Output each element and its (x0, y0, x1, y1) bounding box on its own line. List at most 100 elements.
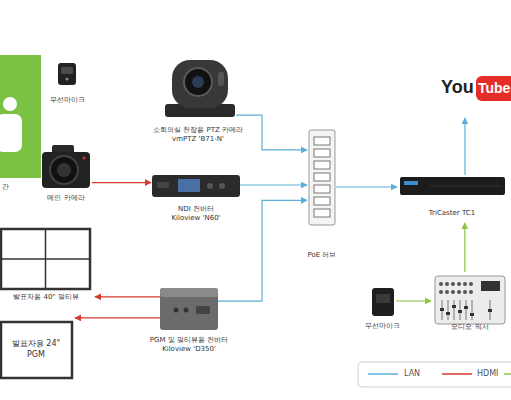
multiview-monitor: 발표자용 40" 멀티뷰 (0, 226, 92, 306)
device-caption: 메인 카메라 (47, 194, 84, 203)
audio-mixer-part-part (458, 310, 462, 313)
poe-hub: PoE 허브 (308, 130, 336, 225)
device-caption: 간 (2, 183, 9, 192)
model-label: Kiloview 'D350' (150, 345, 228, 354)
signal-connector (464, 118, 465, 175)
legend-text: HDMI (477, 369, 498, 378)
signal-connector (336, 186, 397, 187)
presenter-area: 간 (0, 55, 42, 178)
legend-frame-part (504, 373, 511, 375)
poe-hub-part (314, 161, 330, 169)
pgm-monitor (1, 322, 72, 378)
poe-hub-part (314, 185, 330, 193)
device-caption: PGM 및 멀티뷰용 컨버터Kiloview 'D350' (150, 336, 228, 354)
multiview-monitor (1, 229, 90, 289)
device-caption: 소회의실 천장용 PTZ 카메라vmPTZ 'B71-N' (153, 126, 243, 144)
main-camera-part (83, 157, 86, 160)
audio-mixer-part-part (454, 300, 455, 320)
audio-mixer-part-part (457, 290, 461, 294)
wireless-mic: 무선마이크 (368, 286, 396, 316)
device-caption: 무선마이크 (50, 96, 85, 105)
model-label: vmPTZ 'B71-N' (153, 135, 243, 144)
device-label: 발표자용 24" PGM (8, 338, 64, 360)
device-label: 메인 카메라 (47, 194, 84, 203)
audio-mixer-part-part (445, 282, 449, 286)
legend-entry: LAN (404, 369, 420, 379)
wireless-mic-part (61, 67, 73, 74)
device-label: 오디오 믹서 (451, 323, 488, 332)
poe-hub-part (314, 173, 330, 181)
device-label: NDI 컨버터 (171, 205, 220, 214)
signal-connector (95, 296, 160, 297)
audio-mixer: 오디오 믹서 (433, 272, 507, 326)
ptz-camera-part (172, 60, 228, 108)
d350-converter-part (184, 308, 189, 313)
device-caption: 오디오 믹서 (451, 323, 488, 332)
main-camera-part (42, 152, 90, 188)
device-caption: 발표자용 24" PGM (8, 338, 64, 360)
legend-text: LAN (404, 369, 420, 378)
green-screen-part (0, 114, 22, 152)
wireless-mic (58, 63, 76, 85)
d350-converter-part (174, 308, 179, 313)
tricaster-unit-part (404, 181, 418, 185)
device-label: PoE 허브 (308, 251, 337, 260)
device-label: 무선마이크 (50, 96, 85, 105)
audio-mixer-part-part (439, 290, 443, 294)
audio-mixer (435, 276, 505, 324)
legend-frame-part (442, 373, 472, 375)
logo-text: Tube (478, 81, 510, 95)
pgm-monitor: 발표자용 24" PGM (0, 316, 72, 380)
poe-hub-part (309, 130, 335, 225)
signal-connector (396, 300, 431, 301)
poe-hub (309, 130, 335, 225)
wireless-mic (372, 288, 394, 316)
device-label: 무선마이크 (365, 322, 400, 331)
youtube-logo: YouTube (440, 74, 511, 102)
youtube-logo-part (476, 76, 511, 101)
audio-mixer-part-part (452, 305, 456, 308)
pgm-converter: PGM 및 멀티뷰용 컨버터Kiloview 'D350' (160, 288, 218, 332)
audio-mixer-part-part (469, 290, 473, 294)
d350-converter-part (160, 288, 218, 330)
audio-mixer-part-part (457, 282, 461, 286)
ndi-converter-part (178, 179, 200, 192)
signal-connector (464, 223, 465, 272)
audio-mixer-part (481, 281, 500, 291)
ndi-converter (152, 175, 240, 197)
audio-mixer-part-part (451, 290, 455, 294)
ndi-converter-part (157, 182, 169, 188)
audio-mixer-part-part (446, 312, 450, 315)
multiview-monitor-part (1, 229, 90, 289)
tricaster-unit-part (400, 177, 505, 195)
audio-mixer-part (435, 276, 505, 324)
legend-entry: HDMI (477, 369, 498, 379)
audio-mixer-part-part (469, 282, 473, 286)
device-label: TriCaster TC1 (429, 209, 475, 218)
d350-converter-part (160, 288, 218, 297)
audio-mixer-part (439, 282, 473, 294)
wireless-mic-part (66, 78, 69, 81)
multiview-monitor-part (1, 258, 90, 260)
tricaster-unit-part (430, 186, 500, 187)
audio-mixer-part-part (445, 290, 449, 294)
ndi-converter: NDI 컨버터Kiloview 'N60' (152, 172, 240, 198)
audio-mixer-part-part (463, 282, 467, 286)
wireless-mic-part (58, 63, 76, 85)
ptz-camera-part (192, 76, 204, 88)
signal-connector (75, 317, 160, 318)
green-screen (0, 55, 41, 178)
main-camera-part (57, 163, 71, 177)
wireless-mic: 무선마이크 (56, 62, 78, 86)
ndi-converter-part (152, 175, 240, 197)
ptz-camera-part (184, 68, 212, 96)
device-caption: 발표자용 40" 멀티뷰 (13, 293, 79, 302)
poe-hub-part (314, 197, 330, 205)
device-caption: NDI 컨버터Kiloview 'N60' (171, 205, 220, 223)
poe-hub-part (314, 209, 330, 217)
audio-mixer-part (442, 300, 490, 320)
main-camera-part (50, 156, 78, 184)
ptz-camera (165, 60, 235, 117)
device-label: 발표자용 40" 멀티뷰 (13, 293, 79, 302)
audio-mixer-part-part (448, 300, 449, 320)
